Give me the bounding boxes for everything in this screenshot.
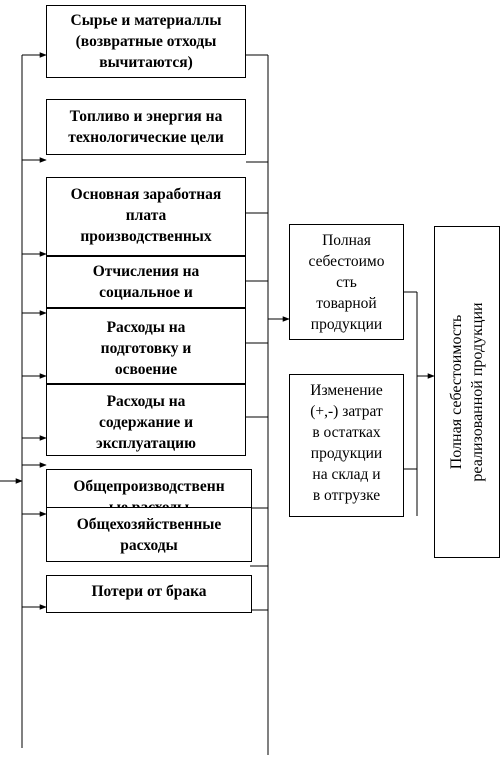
- cost-item-maintenance: Расходы на содержание и эксплуатацию: [46, 384, 246, 456]
- cost-item-line: Основная заработная: [70, 186, 222, 203]
- cost-item-line: ые расходы: [108, 499, 190, 511]
- full-cost-line: сть: [336, 274, 357, 291]
- cost-item-line: Общепроизводственн: [73, 478, 225, 495]
- cost-item-production-overhead: Общепроизводственн ые расходы: [46, 469, 252, 511]
- cost-item-line: Расходы на: [106, 319, 186, 336]
- full-cost-line: себестоимо: [308, 253, 385, 270]
- change-line: продукции: [310, 445, 383, 462]
- cost-item-defect-losses: Потери от брака: [46, 575, 252, 613]
- cost-change-box: Изменение (+,-) затрат в остатках продук…: [289, 374, 404, 517]
- cost-item-line: подготовку и: [100, 340, 192, 357]
- full-cost-goods-box: Полная себестоимо сть товарной продукции: [289, 224, 404, 340]
- change-line: Изменение: [310, 382, 383, 399]
- cost-item-line: технологические цели: [68, 129, 224, 146]
- cost-item-general-overhead: Общехозяйственные расходы: [46, 507, 252, 562]
- cost-item-line: вычитаются): [99, 54, 193, 71]
- cost-item-line: Сырье и материаллы: [70, 12, 222, 29]
- realized-full-cost-text: Полная себестоимость реализованной проду…: [446, 302, 488, 481]
- cost-item-fuel-energy: Топливо и энергия на технологические цел…: [46, 99, 246, 155]
- cost-item-line: Отчисления на: [92, 263, 200, 280]
- cost-item-line: эксплуатацию: [96, 435, 196, 452]
- full-cost-line: Полная: [322, 232, 371, 249]
- cost-item-line: социальное и: [99, 284, 193, 301]
- cost-item-line: Общехозяйственные: [76, 516, 222, 533]
- cost-item-line: Потери от брака: [91, 583, 207, 600]
- cost-item-social-contributions: Отчисления на социальное и: [46, 256, 246, 308]
- change-line: в отгрузке: [312, 487, 381, 504]
- cost-item-line: плата: [125, 207, 167, 224]
- cost-item-line: расходы: [120, 537, 178, 554]
- cost-item-raw-materials: Сырье и материаллы (возвратные отходы вы…: [46, 5, 246, 78]
- cost-item-line: освоение: [114, 361, 178, 378]
- change-line: в остатках: [312, 424, 381, 441]
- realized-full-cost-box: Полная себестоимость реализованной проду…: [434, 226, 500, 558]
- full-cost-line: товарной: [316, 295, 377, 312]
- realized-line: реализованной продукции: [469, 302, 486, 482]
- cost-item-line: (возвратные отходы: [75, 33, 217, 50]
- cost-item-line: содержание и: [98, 414, 194, 431]
- cost-item-line: Топливо и энергия на: [69, 108, 223, 125]
- cost-item-base-salary: Основная заработная плата производственн…: [46, 177, 246, 256]
- change-line: (+,-) затрат: [310, 403, 383, 420]
- cost-item-line: производственных: [80, 228, 212, 245]
- cost-item-line: Расходы на: [106, 393, 186, 410]
- realized-line: Полная себестоимость: [448, 314, 465, 470]
- full-cost-line: продукции: [310, 316, 383, 333]
- change-line: на склад и: [312, 466, 381, 483]
- cost-item-preparation: Расходы на подготовку и освоение: [46, 308, 246, 384]
